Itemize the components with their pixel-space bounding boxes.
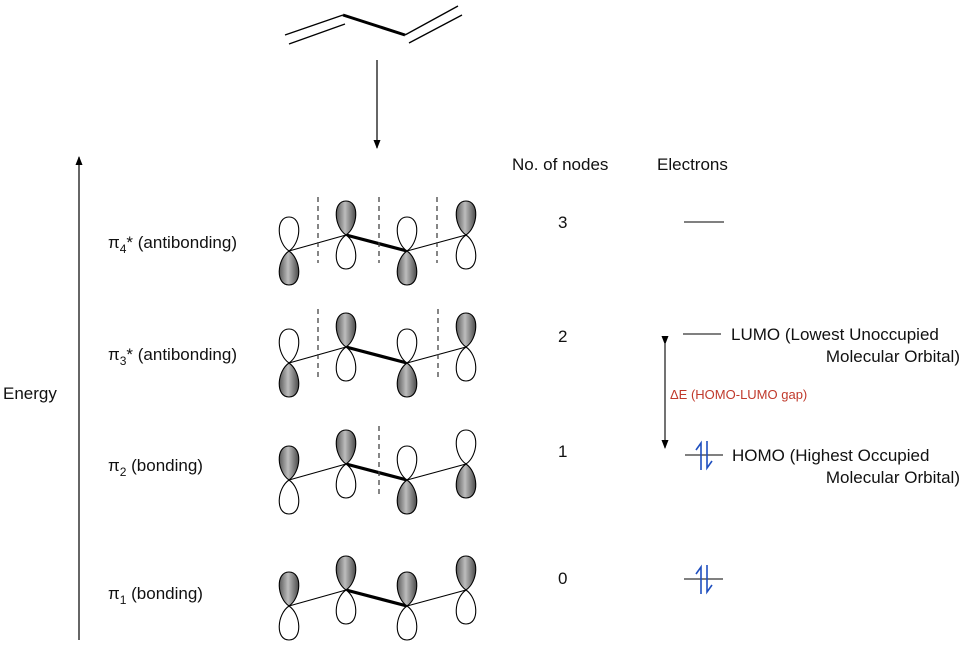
shaded-orbital-lobe bbox=[278, 362, 300, 398]
node-count-pi4: 3 bbox=[558, 213, 567, 232]
spin-down-electron bbox=[706, 565, 713, 595]
electron-pair-pi2 bbox=[695, 440, 713, 471]
open-orbital-lobe bbox=[396, 328, 418, 364]
shaded-orbital-lobe bbox=[455, 312, 477, 348]
open-orbital-lobe bbox=[278, 605, 300, 641]
open-orbital-lobe bbox=[455, 346, 477, 382]
shaded-orbital-lobe bbox=[278, 445, 300, 481]
nodes-column-header: No. of nodes bbox=[512, 155, 608, 174]
nodal-planes-pi3 bbox=[317, 309, 439, 377]
open-orbital-lobe bbox=[455, 429, 477, 465]
orbital-label-pi4: π4* (antibonding) bbox=[108, 233, 237, 256]
node-count-pi2: 1 bbox=[558, 442, 567, 461]
sigma-bond bbox=[288, 463, 347, 481]
shaded-orbital-lobe bbox=[396, 362, 418, 398]
open-orbital-lobe bbox=[278, 479, 300, 515]
shaded-orbital-lobe bbox=[396, 571, 418, 607]
spin-up-electron bbox=[695, 564, 702, 594]
open-orbital-lobe bbox=[455, 234, 477, 270]
sigma-bond bbox=[406, 463, 467, 481]
lumo-label-line1: LUMO (Lowest Unoccupied bbox=[731, 325, 939, 344]
orbital-drawing-pi3 bbox=[278, 312, 477, 398]
orbital-label-pi3: π3* (antibonding) bbox=[108, 345, 237, 368]
energy-axis-label: Energy bbox=[3, 384, 57, 403]
shaded-orbital-lobe bbox=[455, 200, 477, 236]
open-orbital-lobe bbox=[396, 445, 418, 481]
electron-pair-pi1 bbox=[695, 564, 713, 595]
open-orbital-lobe bbox=[396, 605, 418, 641]
shaded-orbital-lobe bbox=[335, 312, 357, 348]
electrons-column-header: Electrons bbox=[657, 155, 728, 174]
open-orbital-lobe bbox=[278, 216, 300, 252]
open-orbital-lobe bbox=[455, 589, 477, 625]
shaded-orbital-lobe bbox=[455, 555, 477, 591]
nodal-planes-pi4 bbox=[317, 197, 438, 263]
sigma-bond bbox=[345, 345, 408, 365]
homo-lumo-gap-label: ΔE (HOMO-LUMO gap) bbox=[670, 387, 807, 402]
shaded-orbital-lobe bbox=[278, 250, 300, 286]
node-count-pi1: 0 bbox=[558, 569, 567, 588]
butadiene-structure bbox=[284, 5, 463, 45]
sigma-bond bbox=[288, 589, 347, 607]
open-orbital-lobe bbox=[335, 234, 357, 270]
shaded-orbital-lobe bbox=[396, 479, 418, 515]
shaded-orbital-lobe bbox=[335, 555, 357, 591]
sigma-bond bbox=[406, 589, 467, 607]
open-orbital-lobe bbox=[335, 589, 357, 625]
sigma-bond bbox=[345, 462, 408, 482]
open-orbital-lobe bbox=[278, 328, 300, 364]
sigma-bond bbox=[345, 233, 408, 253]
lumo-label-line2: Molecular Orbital) bbox=[826, 347, 960, 366]
homo-label-line1: HOMO (Highest Occupied bbox=[732, 446, 929, 465]
spin-up-electron bbox=[695, 440, 702, 470]
shaded-orbital-lobe bbox=[396, 250, 418, 286]
shaded-orbital-lobe bbox=[335, 200, 357, 236]
orbital-drawing-pi1 bbox=[278, 555, 477, 641]
shaded-orbital-lobe bbox=[455, 463, 477, 499]
sigma-bond bbox=[345, 588, 408, 608]
sigma-bond bbox=[406, 346, 467, 364]
open-orbital-lobe bbox=[335, 346, 357, 382]
orbital-label-pi1: π1 (bonding) bbox=[108, 584, 203, 607]
orbital-label-pi2: π2 (bonding) bbox=[108, 456, 203, 479]
spin-down-electron bbox=[706, 441, 713, 471]
shaded-orbital-lobe bbox=[278, 571, 300, 607]
orbital-drawing-pi2 bbox=[278, 429, 477, 515]
open-orbital-lobe bbox=[396, 216, 418, 252]
orbital-drawing-pi4 bbox=[278, 200, 477, 286]
open-orbital-lobe bbox=[335, 463, 357, 499]
homo-label-line2: Molecular Orbital) bbox=[826, 468, 960, 487]
node-count-pi3: 2 bbox=[558, 327, 567, 346]
shaded-orbital-lobe bbox=[335, 429, 357, 465]
